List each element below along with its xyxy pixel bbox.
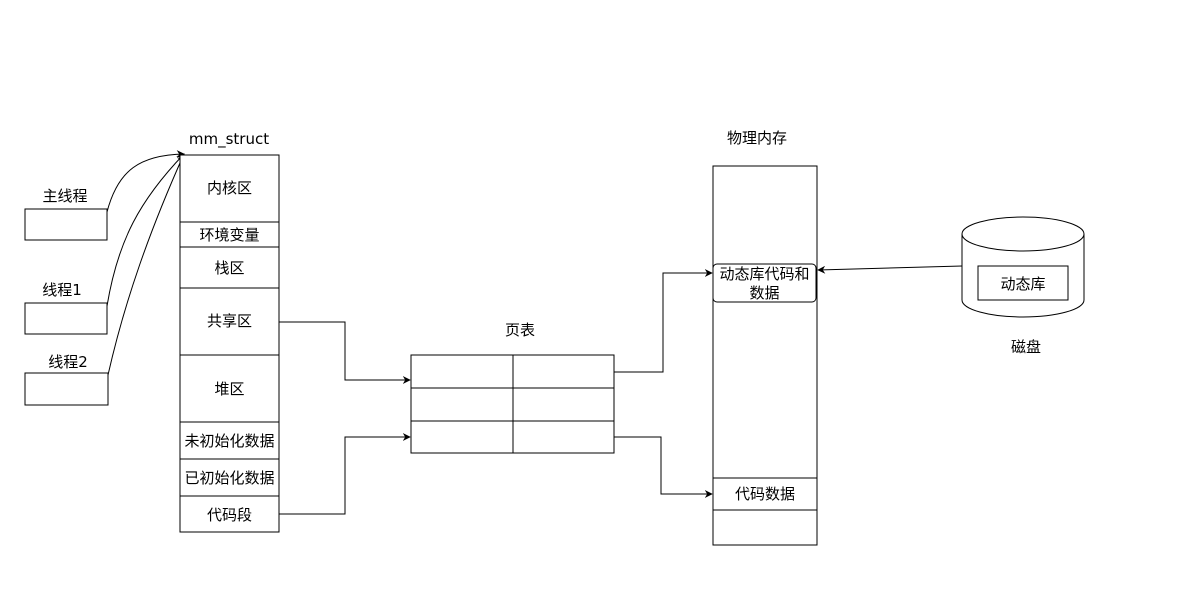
physical-memory: 动态库代码和 数据 代码数据 [712,165,818,546]
mm-section-heap [179,354,280,423]
mm-section-label: 代码段 [207,506,252,524]
mm-section-bss [179,421,280,460]
dyn-lib-label-line1: 动态库代码和 [719,265,809,283]
code-data-label: 代码数据 [735,485,795,503]
mm-section-label: 堆区 [214,380,244,398]
mm-section-text [179,495,280,533]
dyn-lib-block [712,263,817,303]
page-table-cell [512,387,615,422]
thread-main: 主线程 [24,187,108,241]
disk: 动态库 磁盘 [961,216,1085,356]
thread-1-label: 线程1 [42,281,82,299]
thread-2-box [24,372,109,406]
code-data-block [712,477,818,511]
arrow-text-to-pagetable [279,433,411,515]
disk-caption: 磁盘 [1011,338,1041,356]
thread-main-box [24,208,108,241]
thread-2: 线程2 [24,353,109,406]
mm-struct-table: 内核区 环境变量 栈区 共享区 堆区 未初始化数据 已初始化数据 代码段 [179,154,280,533]
mm-section-kernel [179,154,280,223]
dyn-lib-label-line2: 数据 [749,284,779,302]
page-table-cell [512,354,615,389]
thread-1: 线程1 [24,281,108,335]
mm-section-label: 未初始化数据 [184,432,274,450]
mm-section-shared [179,287,280,356]
arrow-main-to-mm [106,150,185,213]
physical-memory-title: 物理内存 [727,129,787,147]
page-table-cell [512,420,615,454]
disk-cylinder-top [961,216,1085,252]
page-table-cell [410,387,514,422]
mm-section-label: 环境变量 [199,226,259,244]
mm-section-label: 共享区 [207,312,252,330]
mm-section-label: 栈区 [214,259,244,277]
arrow-disk-to-dynlib [817,265,963,274]
page-table-cell [410,354,514,389]
mm-section-env [179,221,280,248]
page-table-title: 页表 [505,321,535,339]
arrow-pagetable-to-dynlib [614,269,713,373]
page-table-cell [410,420,514,454]
arrow-shared-to-pagetable [279,321,411,384]
mm-section-stack [179,246,280,289]
thread-main-label: 主线程 [42,187,87,205]
disk-dyn-lib-box [977,265,1069,301]
arrow-pagetable-to-code [614,436,713,498]
mm-struct-title: mm_struct [189,130,269,149]
mm-section-label: 内核区 [207,179,252,197]
arrow-t1-to-mm [106,153,185,307]
thread-2-label: 线程2 [48,353,88,371]
thread-1-box [24,302,108,335]
disk-dyn-lib-label: 动态库 [1000,275,1045,293]
page-table [410,354,615,454]
mm-section-label: 已初始化数据 [184,469,274,487]
arrow-t2-to-mm [107,153,185,376]
